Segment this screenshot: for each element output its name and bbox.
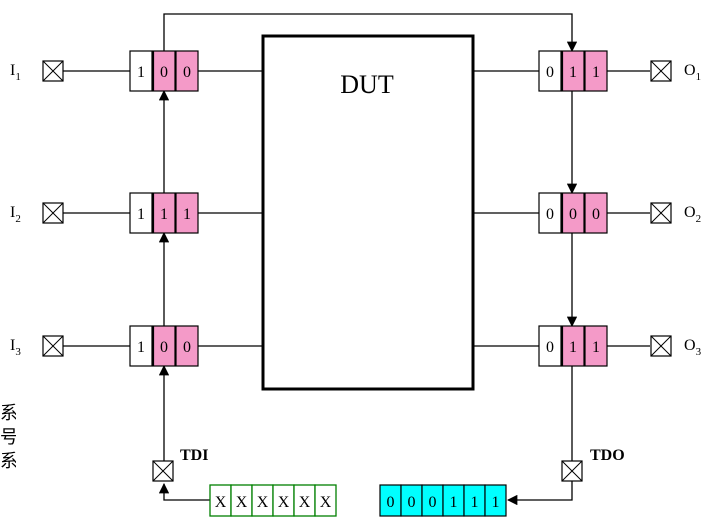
input-label-3: I3 [10,337,21,358]
output-1-cell-value: 0 [546,64,554,81]
pins [42,60,672,482]
output-pin-3-cross [650,335,672,357]
output-1-cell-value: 1 [569,64,577,81]
output-2-cell-value: 0 [592,206,600,223]
output-3-cell [584,325,608,367]
tdi-stream-bit-value: X [236,494,248,511]
input-3-cell-value: 0 [160,339,168,356]
tdi-label: TDI [180,447,208,464]
output-pin-2-cross [650,202,672,224]
side-text-line: 号, [0,427,16,448]
connection-lines [63,13,650,506]
input-pin-1-cross [42,60,64,82]
tdo-stream-bit-value: 1 [492,494,500,511]
tdi-pin-cross [152,460,174,482]
input-1-cell-value: 0 [160,64,168,81]
side-text: 系 号, 系 [0,402,16,474]
output-pin-1-cross [650,60,672,82]
tdi-stream-wire [158,482,210,501]
output-label-2: O2 [684,204,701,225]
side-text-line: 系 [0,451,16,472]
output-2-cell-value: 0 [546,206,554,223]
output-2-cell-value: 0 [569,206,577,223]
tdi-stream-bit-value: X [299,494,311,511]
dut-label: DUT [340,70,394,99]
tdo-label: TDO [590,447,625,464]
tdo-stream-bit-value: 0 [387,494,395,511]
input-2-cell-value: 1 [160,206,168,223]
scan-i1-to-o1 [163,13,578,53]
input-3-cell-value: 1 [137,339,145,356]
input-pin-3-cross [42,335,64,357]
input-pin-2-cross [42,202,64,224]
tdo-stream-bit [484,484,507,517]
tdo-stream-bit-value: 1 [450,494,458,511]
side-text-line: 系 [0,403,16,424]
output-3-cell-value: 1 [592,339,600,356]
tdo-stream-bit-value: 0 [429,494,437,511]
input-1-cell-value: 1 [137,64,145,81]
dut-box [261,34,475,391]
output-3-cell-value: 0 [546,339,554,356]
tdo-stream-bit-value: 1 [471,494,479,511]
input-2-cell [175,192,199,234]
output-label-1: O1 [684,62,701,83]
tdi-stream-bit-value: X [278,494,290,511]
input-1-cell-value: 0 [183,64,191,81]
tdo-pin-cross [561,460,583,482]
tdi-stream-bit [314,484,337,517]
tdo-stream-bit-value: 0 [408,494,416,511]
output-1-cell-value: 1 [592,64,600,81]
output-2-cell [584,192,608,234]
input-label-1: I1 [10,62,21,83]
output-1-cell [584,50,608,92]
tdi-stream-bit-value: X [320,494,332,511]
input-2-cell-value: 1 [137,206,145,223]
output-3-cell-value: 1 [569,339,577,356]
input-3-cell [175,325,199,367]
tdi-stream-bit-value: X [257,494,269,511]
tdo-stream-wire [506,481,573,506]
input-3-cell-value: 0 [183,339,191,356]
output-label-3: O3 [684,337,702,358]
input-1-cell [175,50,199,92]
tdi-stream-bit-value: X [215,494,227,511]
input-label-2: I2 [10,204,21,225]
input-2-cell-value: 1 [183,206,191,223]
